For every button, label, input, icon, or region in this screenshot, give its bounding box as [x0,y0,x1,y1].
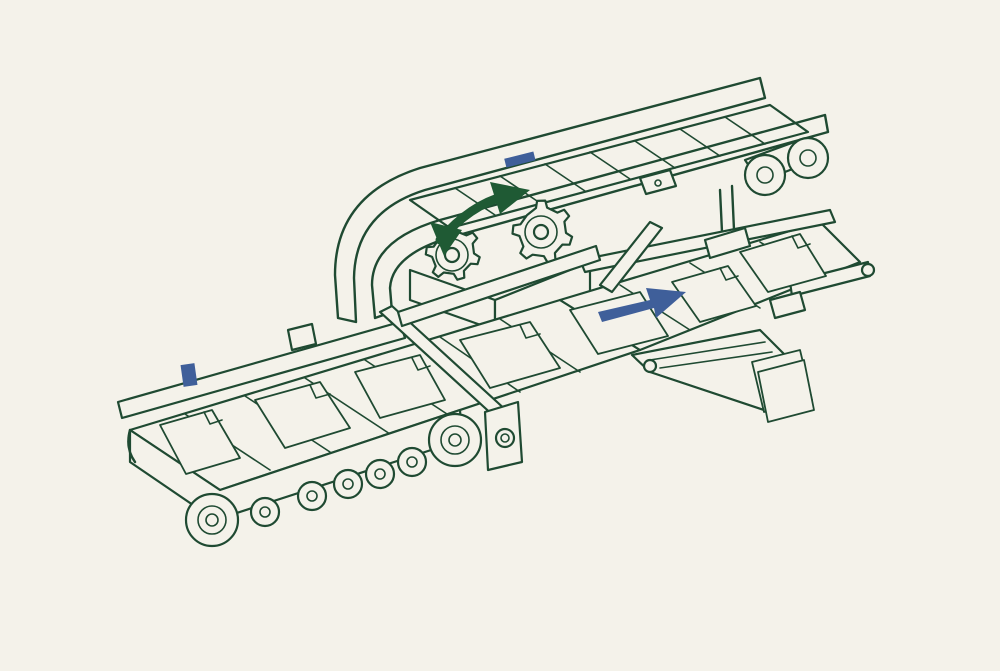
left-end-pulley [184,492,240,548]
roller [296,480,328,512]
upper-end-roller [743,136,830,197]
document [459,321,561,389]
roller [249,496,281,528]
document [254,381,351,449]
document [354,354,446,419]
right-arrow-icon [598,288,686,322]
frame-linkage [378,220,815,472]
gear-assembly [408,182,592,332]
document [739,233,827,293]
document [159,409,241,475]
roller [364,458,396,490]
gear-icon [511,199,574,264]
double-arrow-icon [430,182,530,256]
right-end-pulley [427,412,483,468]
documents [159,233,827,475]
rail-marker-blue [504,151,536,168]
front-rollers [249,446,428,528]
roller [332,468,364,500]
document [671,265,757,323]
roller [396,446,428,478]
rail-marker-blue [180,363,198,387]
rail-bracket [638,168,678,196]
